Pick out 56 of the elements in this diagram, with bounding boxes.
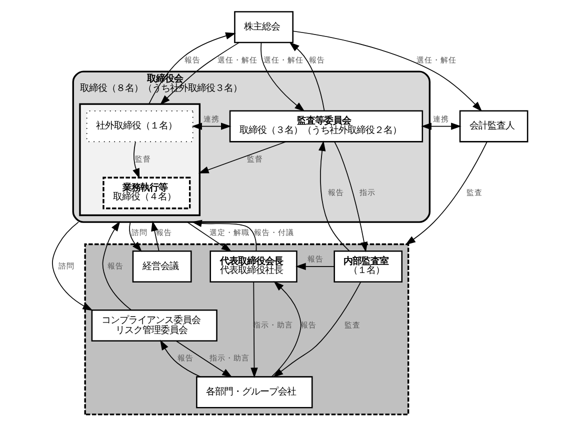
arrow [292, 30, 482, 112]
node-box: 経営会議 [132, 250, 192, 283]
edge-label: 選任・解任 [262, 55, 303, 64]
edge-label: 報告 [156, 228, 172, 238]
edge-label: 監査 [466, 188, 482, 197]
arrow [420, 122, 461, 130]
arrow [404, 142, 487, 246]
edge-label: 連携 [202, 114, 219, 124]
edge-label: 監督 [246, 154, 262, 164]
arrow [288, 42, 324, 112]
node-box: 会計監査人 [458, 110, 528, 142]
arrow [102, 220, 132, 310]
node-box: 各部門・グループ会社 [196, 376, 312, 408]
node-box: 業務執行等 取締役（４名） [102, 176, 190, 210]
edge-label: 報告 [106, 261, 123, 270]
node-box: 社外取締役（１名） [86, 110, 193, 142]
arrow [295, 262, 334, 270]
arrow [128, 222, 142, 252]
arrow [148, 32, 236, 104]
node-box: 株主総会 [234, 11, 294, 44]
edge-label: 選任・解任 [216, 55, 257, 64]
edge-label: 諮問 [130, 228, 147, 238]
edge-label: 指示・助言 [209, 354, 250, 363]
edge-label: 報告 [177, 354, 194, 363]
node-box: 代表取締役会長 代表取締役社長 [209, 250, 297, 283]
arrow [191, 220, 256, 252]
arrow [260, 42, 304, 112]
edge-label: 監査 [344, 320, 360, 330]
edge-label: 監督 [134, 154, 150, 164]
edge-label: 報告 [328, 188, 344, 197]
edge-label: 報告 [307, 254, 324, 264]
arrow [150, 220, 159, 252]
arrow [272, 282, 361, 378]
arrow [132, 141, 140, 179]
node-box: 内部監査室 （１名） [333, 250, 402, 283]
edge-label: 選任・解任 [416, 55, 456, 64]
arrow [270, 281, 301, 378]
edge-label: 報告 [308, 55, 325, 64]
arrow [186, 222, 232, 252]
arrow [175, 340, 232, 378]
arrow [318, 140, 350, 252]
edge-label: 指示 [359, 188, 376, 197]
arrow [159, 42, 240, 105]
arrow [191, 122, 231, 130]
edge-label: 連携 [432, 114, 449, 124]
arrow [198, 141, 286, 174]
node-box: 監査等委員会 取締役（３名）（うち社外取締役２名） [228, 110, 423, 142]
arrow [334, 141, 368, 252]
arrow [160, 340, 200, 378]
edge-label: 報告・付議 [254, 228, 294, 238]
arrow [52, 222, 92, 311]
edge-label: 報告 [184, 55, 200, 64]
node-box: コンプライアンス委員会 リスク管理委員会 [90, 309, 217, 342]
edge-label: 選定・解職 [209, 228, 250, 238]
edge-label: 諮問 [58, 261, 74, 270]
arrow [250, 282, 258, 378]
